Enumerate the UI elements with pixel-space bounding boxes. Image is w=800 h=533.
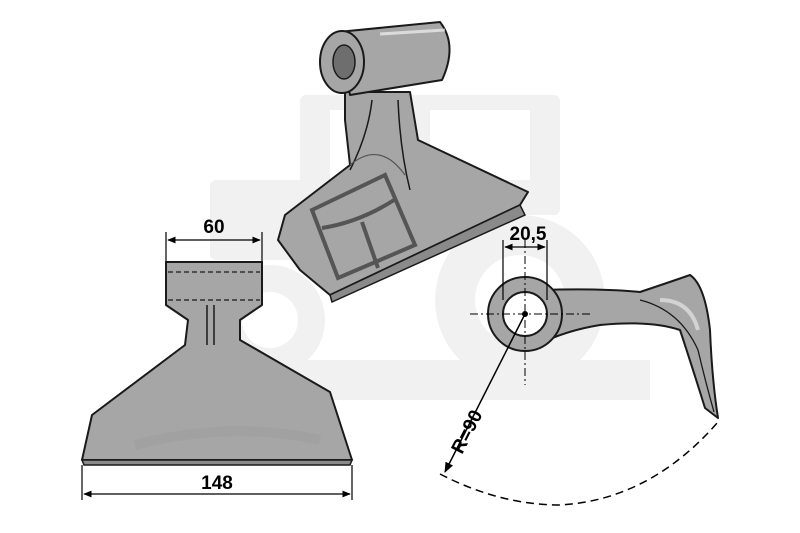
side-blade-bevel xyxy=(639,299,715,413)
isometric-view xyxy=(277,21,529,304)
iso-blade-body xyxy=(277,91,529,296)
dim-20-5-label: 20,5 xyxy=(510,224,547,245)
side-view: 20,5 R=90 xyxy=(439,224,719,506)
blade-logo xyxy=(309,172,418,281)
radius-label: R=90 xyxy=(448,407,488,457)
iso-neck-curve xyxy=(349,99,373,171)
iso-neck-shade xyxy=(349,154,406,176)
front-blade-edge xyxy=(80,459,354,466)
radius-line xyxy=(444,313,526,473)
dim-148-label: 148 xyxy=(201,473,233,494)
side-blade-highlight xyxy=(659,298,700,331)
iso-tube-bore xyxy=(332,44,356,80)
iso-tube-highlight xyxy=(379,28,446,36)
front-shade xyxy=(133,426,322,450)
radius-arc xyxy=(439,421,719,506)
iso-neck-curve-2 xyxy=(397,99,411,191)
dim-60-label: 60 xyxy=(203,217,224,238)
side-blade-arm xyxy=(539,274,719,419)
iso-tube-body xyxy=(337,21,451,96)
iso-blade-edge xyxy=(329,204,527,304)
front-view: 60 148 xyxy=(80,217,354,500)
